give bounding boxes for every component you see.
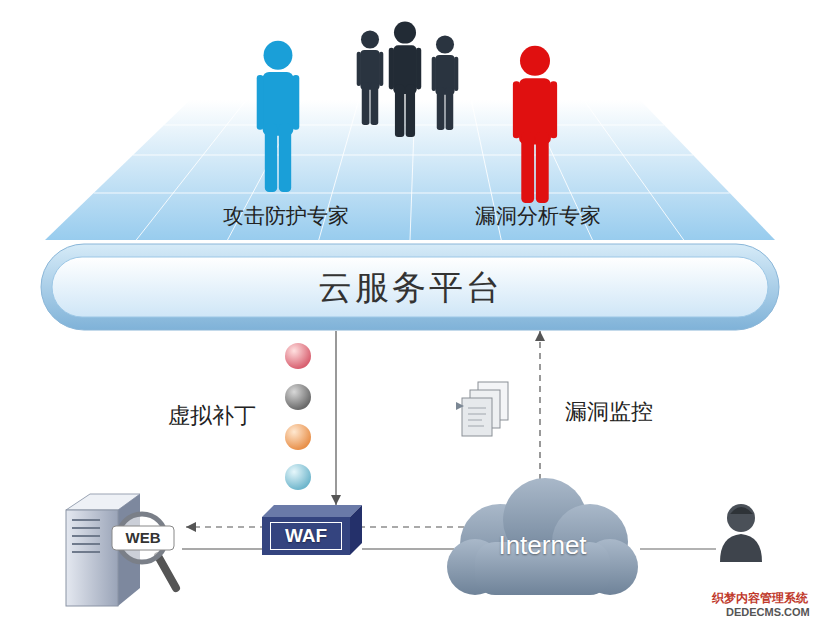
watermark: 织梦内容管理系统 — [712, 590, 808, 607]
patch-ball — [285, 343, 311, 369]
watermark: DEDECMS.COM — [726, 606, 810, 618]
patch-ball — [285, 424, 311, 450]
node-text: WAF — [270, 522, 342, 550]
connector — [182, 548, 262, 549]
node-text: Internet — [445, 528, 640, 562]
connector — [362, 548, 454, 549]
patch-balls — [285, 343, 311, 490]
node-text: WEB — [112, 526, 174, 550]
edge-label: 虚拟补丁 — [168, 401, 256, 431]
expert-floor: 攻击防护专家 漏洞分析专家 — [40, 15, 780, 243]
person-figure — [257, 41, 300, 192]
connector — [539, 331, 540, 480]
internet-cloud: Internet — [445, 472, 640, 600]
patch-ball — [285, 384, 311, 410]
expert-floor-shape — [40, 15, 780, 243]
person-figure — [513, 46, 557, 203]
node-text: 漏洞分析专家 — [458, 201, 618, 231]
patch-ball — [285, 464, 311, 490]
user-icon — [720, 504, 762, 562]
waf-device: WAF — [262, 505, 362, 557]
web-server-shape — [60, 488, 182, 613]
document-icon — [456, 382, 508, 436]
person-figure — [389, 22, 421, 137]
network-wire — [640, 548, 716, 549]
node-text: 攻击防护专家 — [206, 201, 366, 231]
web-server: WEB — [60, 488, 182, 613]
cloud-platform-band: 云服务平台 — [40, 243, 780, 331]
person-figure — [357, 30, 384, 125]
node-text: 云服务平台 — [40, 265, 780, 309]
connector — [335, 331, 336, 505]
edge-label: 漏洞监控 — [565, 397, 653, 427]
person-figure — [432, 35, 459, 130]
